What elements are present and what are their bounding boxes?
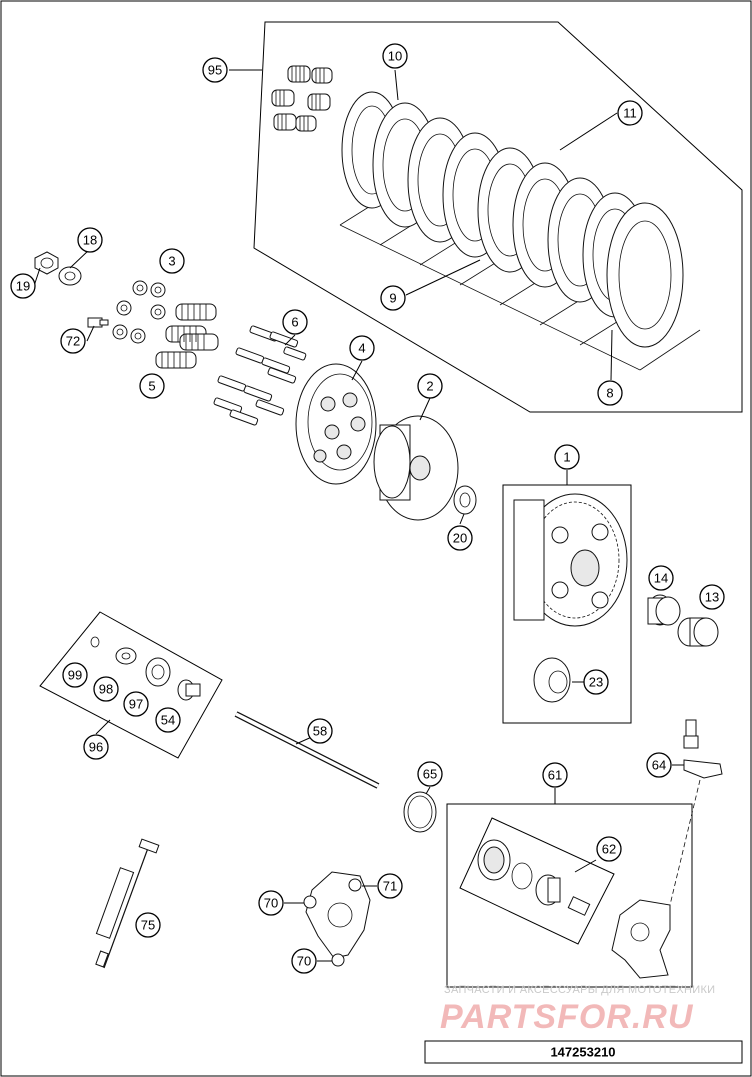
svg-text:2: 2 <box>426 379 433 394</box>
callout-75: 75 <box>135 912 161 938</box>
callout-1: 1 <box>554 444 580 470</box>
primary-gear <box>533 657 571 703</box>
o-ring-inner <box>407 795 433 829</box>
callout-71: 71 <box>377 873 403 899</box>
callout-70-upper: 70 <box>258 890 284 916</box>
svg-text:70: 70 <box>264 896 278 911</box>
svg-text:6: 6 <box>291 315 298 330</box>
callout-19: 19 <box>10 273 36 299</box>
callout-64: 64 <box>646 752 672 778</box>
piston-kit-parts <box>477 839 591 916</box>
svg-text:72: 72 <box>66 334 80 349</box>
nut-part <box>34 251 59 275</box>
svg-text:58: 58 <box>313 724 327 739</box>
svg-text:13: 13 <box>705 590 719 605</box>
callout-4: 4 <box>349 335 375 361</box>
part-number: 147253210 <box>550 1045 615 1060</box>
spring-retainer-washers <box>112 280 166 344</box>
svg-text:11: 11 <box>623 106 637 121</box>
watermark-caption: ЗАПЧАСТИ И АКСЕССУАРЫ ДЛЯ МОТОТЕХНИКИ <box>444 984 715 996</box>
pressure-plate <box>295 363 377 485</box>
callout-6: 6 <box>282 309 308 335</box>
callout-72: 72 <box>60 328 86 354</box>
callout-5: 5 <box>139 373 165 399</box>
svg-text:98: 98 <box>99 682 113 697</box>
svg-text:61: 61 <box>548 768 562 783</box>
inner-clutch-hub <box>373 415 459 521</box>
piston-kit-box <box>459 817 615 945</box>
svg-text:99: 99 <box>68 668 82 683</box>
callout-8: 8 <box>597 380 623 406</box>
release-bearing-kit-box <box>39 611 223 759</box>
callout-3: 3 <box>159 248 185 274</box>
push-rod <box>234 711 380 789</box>
svg-text:23: 23 <box>589 675 603 690</box>
callout-2: 2 <box>417 373 443 399</box>
svg-text:14: 14 <box>654 571 668 586</box>
callout-9: 9 <box>380 285 406 311</box>
svg-text:71: 71 <box>383 879 397 894</box>
svg-text:1: 1 <box>563 450 570 465</box>
clutch-springs-set <box>271 65 333 132</box>
svg-text:18: 18 <box>83 233 97 248</box>
callout-20: 20 <box>447 525 473 551</box>
callout-58: 58 <box>307 718 333 744</box>
lock-washer-part <box>58 266 82 286</box>
svg-text:54: 54 <box>161 713 175 728</box>
svg-text:9: 9 <box>389 291 396 306</box>
callout-14: 14 <box>648 565 674 591</box>
watermark-logo: PARTSFOR.RU <box>440 998 694 1036</box>
clutch-slave-cover <box>303 871 371 967</box>
shim-washer <box>453 485 477 515</box>
clutch-plates-stack <box>341 91 684 348</box>
slave-cylinder-body <box>611 899 671 979</box>
callout-65: 65 <box>417 761 443 787</box>
callout-23: 23 <box>583 669 609 695</box>
callout-95: 95 <box>202 57 228 83</box>
svg-text:20: 20 <box>453 531 467 546</box>
part-number-box <box>424 1040 743 1064</box>
svg-text:10: 10 <box>388 49 402 64</box>
callout-97: 97 <box>123 691 149 717</box>
callout-98: 98 <box>93 676 119 702</box>
svg-text:97: 97 <box>129 697 143 712</box>
svg-text:3: 3 <box>168 254 175 269</box>
clutch-pack-group-box <box>253 21 743 413</box>
clutch-springs <box>155 303 219 369</box>
callout-62: 62 <box>596 836 622 862</box>
callout-11: 11 <box>617 100 643 126</box>
callout-99: 99 <box>62 662 88 688</box>
svg-text:8: 8 <box>606 386 613 401</box>
guide-pins <box>213 325 307 426</box>
svg-text:5: 5 <box>148 379 155 394</box>
callout-70-lower: 70 <box>291 948 317 974</box>
svg-text:62: 62 <box>602 842 616 857</box>
bolt-part <box>87 317 109 328</box>
release-bearing-kit-parts <box>90 636 201 701</box>
callout-61: 61 <box>542 762 568 788</box>
callout-96: 96 <box>83 734 109 760</box>
svg-text:75: 75 <box>141 918 155 933</box>
svg-text:96: 96 <box>89 740 103 755</box>
needle-bearing <box>647 594 681 626</box>
bushing <box>677 617 719 647</box>
svg-text:4: 4 <box>358 341 365 356</box>
callout-10: 10 <box>382 43 408 69</box>
callout-18: 18 <box>77 227 103 253</box>
svg-text:19: 19 <box>16 279 30 294</box>
callout-54: 54 <box>155 707 181 733</box>
clutch-basket <box>513 493 628 627</box>
svg-text:64: 64 <box>652 758 666 773</box>
svg-text:65: 65 <box>423 767 437 782</box>
slave-cylinder-group-box <box>446 803 693 988</box>
svg-text:70: 70 <box>297 954 311 969</box>
svg-text:95: 95 <box>208 63 222 78</box>
bleeder-valve <box>669 719 723 906</box>
callout-13: 13 <box>699 584 725 610</box>
o-ring <box>403 791 437 833</box>
grease-syringe <box>95 838 160 969</box>
